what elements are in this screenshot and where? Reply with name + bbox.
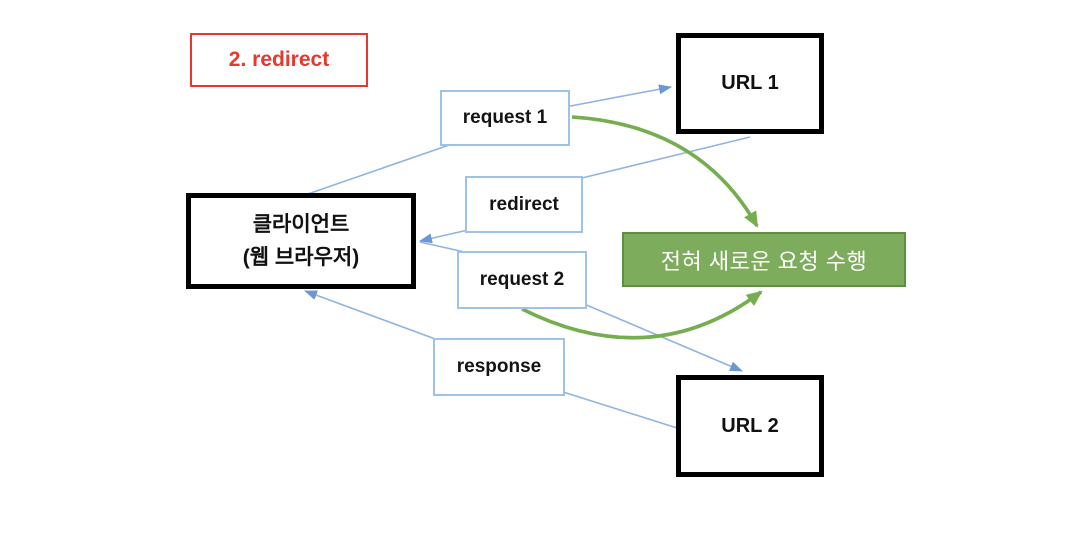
arrow-redirect-to-client [419,229,469,244]
node-redirect-label: redirect [489,193,559,215]
node-new-request: 전혀 새로운 요청 수행 [622,232,906,287]
node-client: 클라이언트 (웹 브라우저) [186,193,416,289]
step-badge-label: 2. redirect [228,48,330,71]
node-response: response [433,338,565,396]
node-request1: request 1 [440,90,570,146]
node-redirect: redirect [465,176,583,233]
arrow-response-to-client [304,290,439,341]
node-url1-label: URL 1 [721,72,779,94]
node-client-label-line2: (웹 브라우저) [242,246,360,269]
node-url2-label: URL 2 [721,414,779,437]
arrow-url2-to-response [559,390,678,429]
node-client-label-line1: 클라이언트 [252,213,350,236]
node-url2: URL 2 [676,375,824,477]
step-badge: 2. redirect [190,33,368,87]
arrow-request2-to-url2 [569,297,743,372]
arrow-client-to-request1 [301,142,456,197]
node-new-request-label: 전혀 새로운 요청 수행 [660,248,868,274]
arrow-request1-to-url1 [559,84,672,109]
green-curve-request1-to-new-request [571,115,759,228]
node-response-label: response [456,356,542,377]
node-request1-label: request 1 [462,107,548,128]
arrow-url1-to-redirect [577,136,751,180]
node-request2-label: request 2 [479,269,565,290]
node-url1: URL 1 [676,33,824,134]
green-curve-request2-to-new-request [521,290,763,340]
node-request2: request 2 [457,251,587,309]
